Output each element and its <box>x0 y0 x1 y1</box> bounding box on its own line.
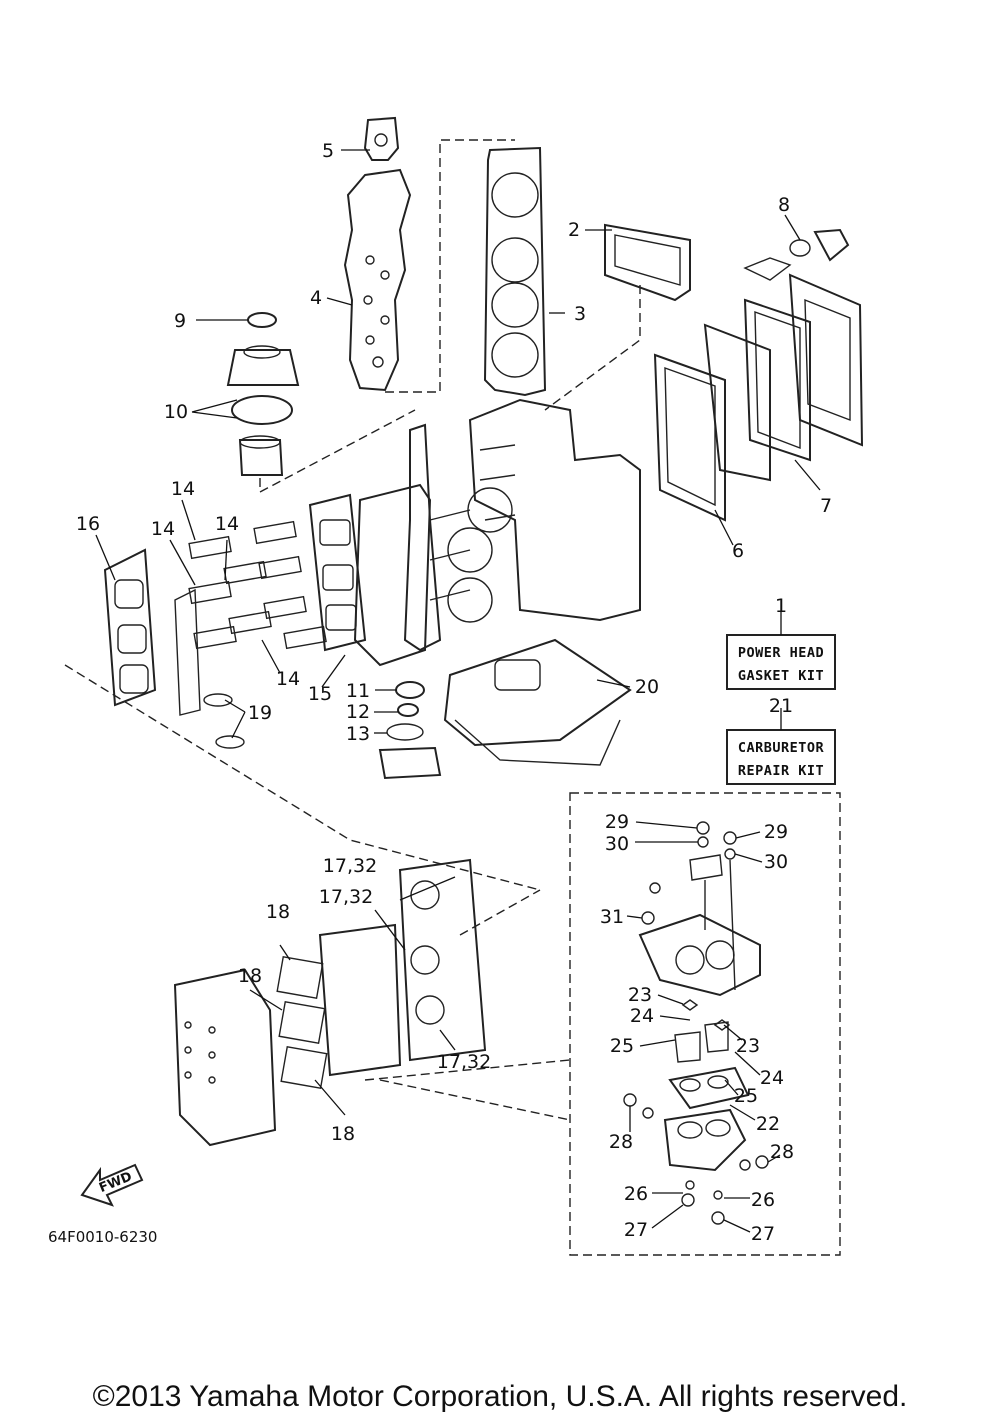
callout-14b: 14 <box>151 518 175 540</box>
callout-29a: 29 <box>605 811 629 833</box>
callout-30b: 30 <box>764 851 788 873</box>
oil-seal-9 <box>226 312 300 386</box>
callout-17-32a: 17,32 <box>323 855 377 877</box>
callout-18b: 18 <box>238 965 262 987</box>
dashed-reference-line <box>385 139 515 393</box>
reed-valves-14 <box>188 520 327 650</box>
callout-25a: 25 <box>610 1035 634 1057</box>
dashed-reference-line-3 <box>259 409 416 494</box>
gasket-6 <box>653 353 726 522</box>
cover-gasket-2 <box>604 223 691 302</box>
callout-14c: 14 <box>215 513 239 535</box>
carburetor-repair-kit: CARBURETOR REPAIR KIT <box>726 729 836 785</box>
copyright-notice: ©2013 Yamaha Motor Corporation, U.S.A. A… <box>92 1380 908 1413</box>
carburetor-kit-region <box>569 792 841 1256</box>
callout-22: 22 <box>756 1113 780 1135</box>
forward-direction-arrow: FWD <box>80 1163 144 1207</box>
callout-14d: 14 <box>276 668 300 690</box>
callout-27a: 27 <box>624 1219 648 1241</box>
callout-9: 9 <box>174 310 186 332</box>
callout-15: 15 <box>308 683 332 705</box>
carburetor-body <box>638 854 761 997</box>
callout-23a: 23 <box>628 984 652 1006</box>
callout-12: 12 <box>346 701 370 723</box>
reed-valve-gasket-15 <box>308 493 367 652</box>
callout-31: 31 <box>600 906 624 928</box>
callout-13: 13 <box>346 723 370 745</box>
callout-28a: 28 <box>609 1131 633 1153</box>
callout-labels: 5 2 3 4 8 9 10 7 6 16 14 14 14 14 15 11 … <box>76 140 832 1245</box>
callout-23b: 23 <box>736 1035 760 1057</box>
gasket-19 <box>174 588 245 749</box>
float-gasket-22 <box>668 1066 750 1110</box>
callout-20: 20 <box>635 676 659 698</box>
callout-11: 11 <box>346 680 370 702</box>
dashed-reference-line-2 <box>544 285 641 411</box>
outer-cover <box>788 273 864 447</box>
dashed-reference-line-6 <box>459 889 541 936</box>
callout-27b: 27 <box>751 1223 775 1245</box>
callout-2: 2 <box>568 219 580 241</box>
gasket-20 <box>443 638 632 766</box>
callout-26a: 26 <box>624 1183 648 1205</box>
callout-18a: 18 <box>266 901 290 923</box>
gasket-5 <box>363 116 400 161</box>
gasket-17-32 <box>398 858 487 1062</box>
callout-16: 16 <box>76 513 100 535</box>
kit-21-number: 21 <box>769 695 793 717</box>
o-ring-10 <box>231 395 293 476</box>
seal-12 <box>397 703 419 717</box>
diagram-code: 64F0010-6230 <box>48 1228 157 1246</box>
carburetor-mounting-plate <box>318 923 402 1077</box>
intake-manifold-16 <box>103 548 157 707</box>
dashed-reference-line-5 <box>364 1059 571 1121</box>
callout-3: 3 <box>574 303 586 325</box>
seal-11 <box>395 681 425 699</box>
callout-5: 5 <box>322 140 334 162</box>
callout-14a: 14 <box>171 478 195 500</box>
gasket-7 <box>743 298 811 462</box>
callout-6: 6 <box>732 540 744 562</box>
power-head-gasket-kit: POWER HEAD GASKET KIT <box>726 634 836 690</box>
power-head-kit-line1: POWER HEAD <box>738 645 824 661</box>
intake-silencer <box>173 968 277 1147</box>
callout-25b: 25 <box>734 1085 758 1107</box>
cylinder-block <box>447 398 641 623</box>
callout-18c: 18 <box>331 1123 355 1145</box>
cylinder-head-gasket-3 <box>483 146 547 397</box>
power-head-kit-line2: GASKET KIT <box>738 668 824 684</box>
gaskets-18 <box>276 955 328 1090</box>
kit-1-number: 1 <box>775 595 787 617</box>
callout-10: 10 <box>164 401 188 423</box>
callout-4: 4 <box>310 287 322 309</box>
callout-26b: 26 <box>751 1189 775 1211</box>
callout-7: 7 <box>820 495 832 517</box>
callout-19: 19 <box>248 702 272 724</box>
dashed-reference-line-4 <box>64 664 541 891</box>
crankcase <box>353 483 432 667</box>
carb-kit-line2: REPAIR KIT <box>738 763 824 779</box>
bearing-housing <box>378 746 442 780</box>
callout-24b: 24 <box>760 1067 784 1089</box>
crankshaft <box>403 423 471 652</box>
exhaust-cover-gasket-4 <box>343 168 412 392</box>
thermostat-8 <box>743 228 850 281</box>
carb-kit-line1: CARBURETOR <box>738 740 825 756</box>
callout-24a: 24 <box>630 1005 654 1027</box>
exploded-parts-diagram: POWER HEAD GASKET KIT CARBURETOR REPAIR … <box>48 116 864 1256</box>
callout-29b: 29 <box>764 821 788 843</box>
callout-17-32c: 17,32 <box>437 1051 491 1073</box>
leader-lines <box>95 149 821 1233</box>
callout-30a: 30 <box>605 833 629 855</box>
float-bowl <box>663 1108 747 1172</box>
callout-28b: 28 <box>770 1141 794 1163</box>
callout-8: 8 <box>778 194 790 216</box>
callout-17-32b: 17,32 <box>319 886 373 908</box>
exhaust-cover <box>703 323 771 482</box>
o-ring-13 <box>386 723 424 741</box>
floats-25 <box>674 1021 729 1063</box>
